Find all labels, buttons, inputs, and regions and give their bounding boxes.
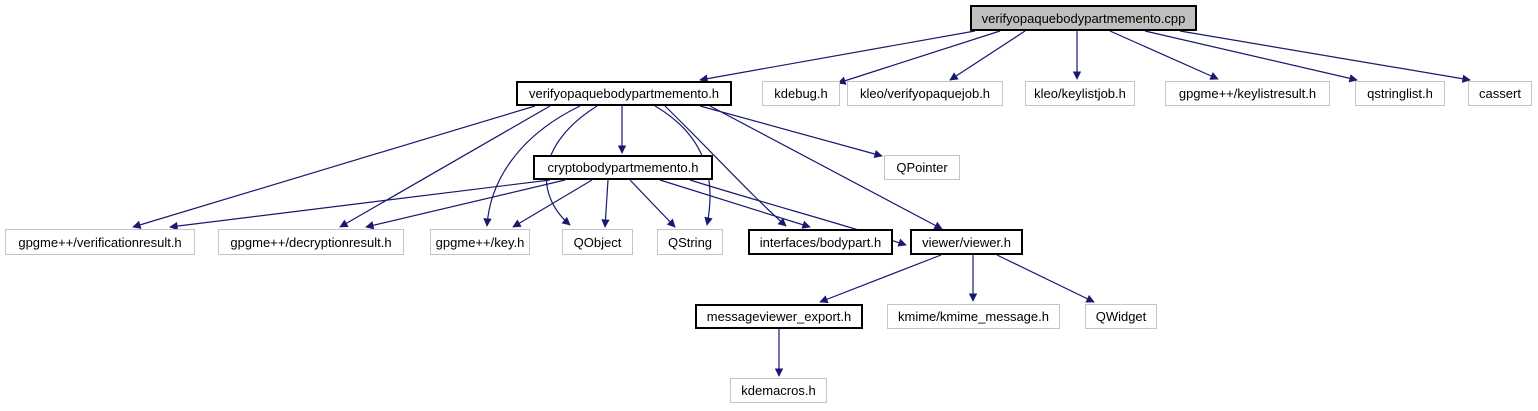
graph-node-qwidget: QWidget [1085, 304, 1157, 329]
edge-crypto-h-to-verificationresult-h [169, 179, 551, 231]
graph-node-cassert: cassert [1468, 81, 1532, 106]
edge-cpp-to-kdebug-h [837, 30, 1001, 85]
graph-node-kmime-message-h: kmime/kmime_message.h [887, 304, 1060, 329]
edge-crypto-h-to-bodypart-h [659, 179, 811, 229]
edge-cpp-to-cassert [1179, 30, 1471, 83]
edge-crypto-h-to-qobject [601, 179, 610, 228]
graph-node-verificationresult-h: gpgme++/verificationresult.h [5, 229, 195, 255]
graph-node-mv-export-h[interactable]: messageviewer_export.h [695, 304, 863, 329]
graph-node-verify-h[interactable]: verifyopaquebodypartmemento.h [516, 81, 732, 106]
graph-node-kdebug-h: kdebug.h [762, 81, 840, 106]
edge-viewer-h-to-qwidget [996, 254, 1095, 303]
edge-cpp-to-verifyopaquejob-h [949, 30, 1026, 81]
graph-node-qstringlist-h: qstringlist.h [1355, 81, 1445, 106]
graph-node-kdemacros-h: kdemacros.h [730, 378, 827, 403]
edge-verify-h-to-decryptionresult-h [339, 105, 551, 228]
graph-node-qstring: QString [657, 229, 723, 255]
graph-node-qpointer: QPointer [884, 155, 960, 180]
edge-crypto-h-to-key-h [512, 179, 593, 228]
graph-node-verifyopaquejob-h: kleo/verifyopaquejob.h [847, 81, 1003, 106]
graph-node-key-h: gpgme++/key.h [430, 229, 530, 255]
edge-cpp-to-qstringlist-h [1144, 30, 1358, 83]
graph-node-decryptionresult-h: gpgme++/decryptionresult.h [218, 229, 404, 255]
edge-verify-h-to-viewer-h [709, 105, 943, 230]
edge-verify-h-to-verificationresult-h [132, 105, 536, 229]
edge-verify-h-to-qpointer [699, 105, 883, 159]
edge-cpp-to-verify-h [699, 30, 976, 83]
graph-node-viewer-h[interactable]: viewer/viewer.h [910, 229, 1023, 255]
edge-crypto-h-to-decryptionresult-h [365, 179, 566, 230]
edge-verify-h-to-bodypart-h [664, 105, 787, 227]
edge-cpp-to-keylistresult-h [1109, 30, 1219, 80]
edge-crypto-h-to-qstring [629, 179, 676, 228]
graph-node-bodypart-h[interactable]: interfaces/bodypart.h [748, 229, 893, 255]
edge-viewer-h-to-mv-export-h [819, 254, 942, 304]
edge-verify-h-to-key-h [483, 105, 581, 227]
graph-node-crypto-h[interactable]: cryptobodypartmemento.h [533, 155, 713, 180]
graph-node-keylistresult-h: gpgme++/keylistresult.h [1165, 81, 1330, 106]
graph-node-keylistjob-h: kleo/keylistjob.h [1025, 81, 1135, 106]
graph-node-cpp: verifyopaquebodypartmemento.cpp [970, 5, 1197, 31]
graph-node-qobject: QObject [562, 229, 633, 255]
